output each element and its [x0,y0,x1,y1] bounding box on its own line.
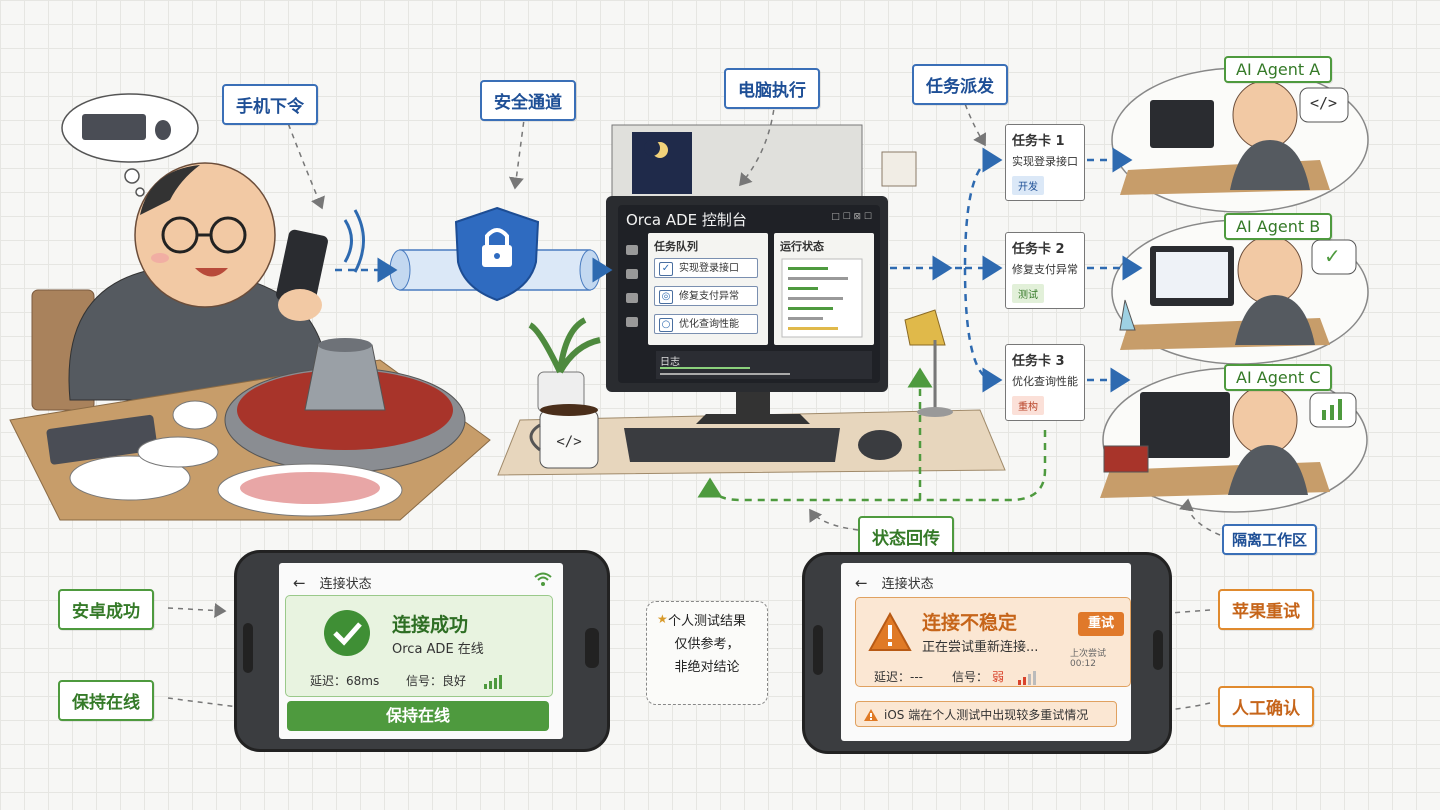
label-status-return: 状态回传 [858,516,954,557]
note-line-2: 仅供参考， [647,633,767,656]
ios-status-title: 连接不稳定 [922,608,1017,635]
label-secure-channel: 安全通道 [480,80,576,121]
label-manual-confirm: 人工确认 [1218,686,1314,727]
task-card-title: 任务卡 3 [1012,350,1078,369]
queue-task-label: 实现登录接口 [679,263,739,274]
label-apple-retry: 苹果重试 [1218,589,1314,630]
label-isolated-workspace: 隔离工作区 [1222,524,1317,555]
ios-phone: ← 连接状态 连接不稳定 正在尝试重新连接... 重试 上次尝试 00:12 延迟… [802,552,1172,754]
task-card-desc: 实现登录接口 [1012,153,1078,169]
window-illustration [612,125,916,197]
run-status-panel: 运行状态 [774,233,874,345]
queue-task-row[interactable]: ◎ 修复支付异常 [654,286,758,306]
android-latency: 延迟：68ms [310,672,379,689]
ios-warning-text: iOS 端在个人测试中出现较多重试情况 [884,708,1088,722]
phone-home-button [585,628,599,668]
ios-signal: 信号： 弱 [952,668,1004,685]
signal-bars-icon [484,670,504,686]
ios-header: ← 连接状态 [855,573,934,592]
task-card-2[interactable]: 任务卡 2 修复支付异常 测试 [1005,232,1085,309]
console-sidebar [622,237,644,341]
back-arrow-icon[interactable]: ← [855,574,868,592]
label-agent-a: AI Agent A [1224,56,1332,83]
agent-a-scene [1112,68,1368,212]
queue-task-row[interactable]: ✓ 实现登录接口 [654,258,758,278]
warning-triangle-icon [868,612,912,652]
task-card-tag: 重构 [1012,396,1044,415]
task-queue-panel: 任务队列 ✓ 实现登录接口 ◎ 修复支付异常 ○ 优化查询性能 [648,233,768,345]
ios-warning-banner: iOS 端在个人测试中出现较多重试情况 [855,701,1117,727]
agent-b-check-bubble: ✓ [1324,244,1341,268]
phone-side-button [813,625,823,675]
label-task-dispatch: 任务派发 [912,64,1008,105]
keep-online-button[interactable]: 保持在线 [287,701,549,731]
run-status-header: 运行状态 [780,238,824,254]
star-icon: ★ [657,608,668,631]
queue-task-label: 优化查询性能 [679,319,739,330]
console-title: Orca ADE 控制台 [626,209,747,230]
ios-signal-value: 弱 [992,670,1004,684]
check-icon: ✓ [659,262,673,276]
orca-console-window: Orca ADE 控制台 □ ☐ ⊠ ☐ 任务队列 ✓ 实现登录接口 ◎ 修复支付异… [618,205,880,383]
task-card-title: 任务卡 2 [1012,238,1078,257]
ios-header-title: 连接状态 [882,577,934,592]
task-queue-header: 任务队列 [654,238,698,254]
task-card-tag: 测试 [1012,284,1044,303]
note-line-3: 非绝对结论 [647,656,767,679]
ios-latency: 延迟：--- [874,668,923,685]
agent-b-scene [1112,220,1368,364]
task-card-desc: 修复支付异常 [1012,261,1078,277]
sidebar-icon[interactable] [626,245,638,255]
label-keep-online: 保持在线 [58,680,154,721]
success-check-icon [322,608,372,658]
task-card-title: 任务卡 1 [1012,130,1078,149]
retry-button[interactable]: 重试 [1078,612,1124,636]
window-controls[interactable]: □ ☐ ⊠ ☐ [831,212,872,222]
ios-signal-label: 信号： [952,670,988,684]
circle-icon: ○ [659,318,673,332]
phone-side-button [1153,630,1163,670]
log-panel: 日志 [656,351,872,379]
disclaimer-note: ★ 个人测试结果 仅供参考， 非绝对结论 [646,601,768,705]
queue-task-row[interactable]: ○ 优化查询性能 [654,314,758,334]
android-status-title: 连接成功 [392,610,468,637]
android-screen: ← 连接状态 连接成功 Orca ADE 在线 延迟：68ms 信号：良好 保持在… [279,563,563,739]
android-header: ← 连接状态 [293,573,372,592]
ios-screen: ← 连接状态 连接不稳定 正在尝试重新连接... 重试 上次尝试 00:12 延迟… [841,563,1131,741]
task-card-1[interactable]: 任务卡 1 实现登录接口 开发 [1005,124,1085,201]
sidebar-icon[interactable] [626,293,638,303]
android-phone: ← 连接状态 连接成功 Orca ADE 在线 延迟：68ms 信号：良好 保持在… [234,550,610,752]
status-lines [774,255,874,345]
sidebar-icon[interactable] [626,269,638,279]
mug-code-text: </> [556,434,581,450]
android-status-subtitle: Orca ADE 在线 [392,638,484,657]
desk-lamp [905,310,953,417]
android-signal: 信号：良好 [406,672,466,689]
ios-status-card: 连接不稳定 正在尝试重新连接... 重试 上次尝试 00:12 延迟：--- 信… [855,597,1131,687]
label-agent-c: AI Agent C [1224,364,1332,391]
android-status-card: 连接成功 Orca ADE 在线 延迟：68ms 信号：良好 [285,595,553,697]
wifi-icon [533,571,553,587]
sidebar-icon[interactable] [626,317,638,327]
plant-illustration [530,320,600,412]
label-android-success: 安卓成功 [58,589,154,630]
agent-a-code-bubble: </> [1310,94,1337,112]
last-attempt-time: 上次尝试 00:12 [1070,646,1130,669]
back-arrow-icon[interactable]: ← [293,574,306,592]
warning-small-icon [863,708,879,722]
label-pc-execute: 电脑执行 [724,68,820,109]
ios-status-subtitle: 正在尝试重新连接... [922,636,1038,655]
log-lines [660,363,870,379]
label-agent-b: AI Agent B [1224,213,1332,240]
queue-task-label: 修复支付异常 [679,291,739,302]
android-header-title: 连接状态 [320,577,372,592]
signal-bars-icon [1018,666,1038,682]
task-card-tag: 开发 [1012,176,1044,195]
task-card-desc: 优化查询性能 [1012,373,1078,389]
label-phone-command: 手机下令 [222,84,318,125]
gear-icon: ◎ [659,290,673,304]
phone-side-button [243,623,253,673]
task-card-3[interactable]: 任务卡 3 优化查询性能 重构 [1005,344,1085,421]
